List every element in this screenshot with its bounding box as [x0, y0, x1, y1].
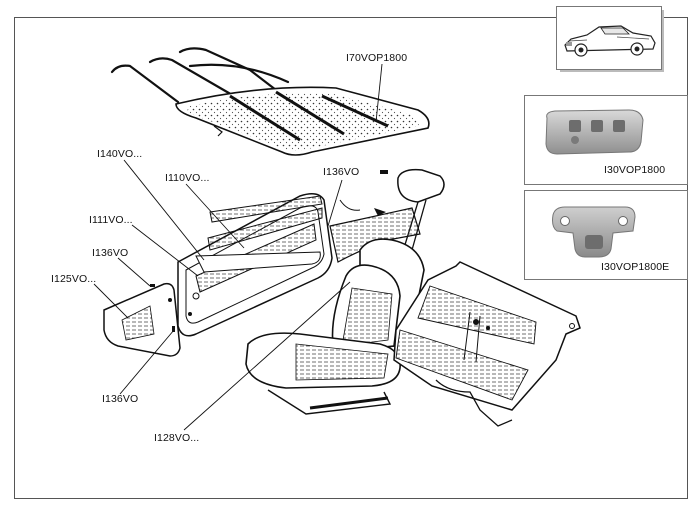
label-seat-front: I128VO...	[154, 432, 200, 444]
label-door-trim-rail: I111VO...	[89, 214, 133, 226]
inset-visor-clip-b	[524, 190, 688, 280]
inset-visor-clip-a	[524, 95, 688, 185]
label-door-trim-upper: I140VO...	[97, 148, 143, 160]
roof-panel	[175, 86, 430, 156]
clip-parts	[150, 170, 388, 332]
visor-clip-a-icon	[545, 109, 644, 155]
rear-side-panel	[103, 282, 181, 357]
label-headrest-clip: I136VO	[323, 166, 360, 178]
roof-bows	[110, 47, 290, 104]
label-clip-upper: I136VO	[92, 247, 129, 259]
label-roof: I70VOP1800	[346, 52, 408, 64]
car-icon	[564, 25, 656, 57]
inset-visor-clip-a-label: I30VOP1800	[604, 164, 666, 176]
label-rear-side-panel: I125VO...	[51, 273, 97, 285]
visor-clip-b-icon	[552, 206, 636, 258]
door-trim-strip	[209, 195, 323, 223]
rear-seat	[393, 261, 581, 427]
car-thumbnail	[556, 6, 662, 70]
inset-visor-clip-b-label: I30VOP1800E	[601, 261, 670, 273]
label-door-trim-strip: I110VO...	[165, 172, 210, 184]
leader-lines	[93, 63, 383, 431]
label-clip-lower: I136VO	[102, 393, 139, 405]
